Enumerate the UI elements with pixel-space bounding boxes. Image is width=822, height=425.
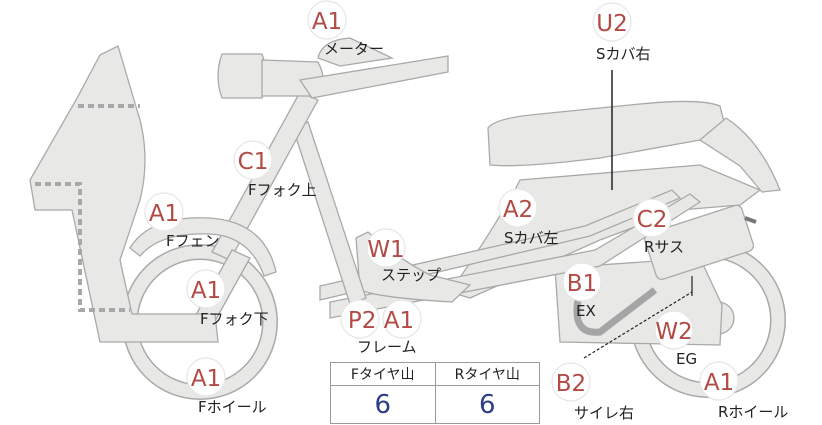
tire-tread-table: Fタイヤ山 Rタイヤ山 6 6	[330, 362, 540, 424]
badge-exhaust[interactable]: B1	[562, 262, 602, 302]
legshield-shape	[29, 45, 219, 343]
svg-text:A1: A1	[191, 278, 221, 304]
badge-frame[interactable]: P2 A1	[340, 299, 422, 339]
svg-text:B2: B2	[556, 371, 586, 397]
label-f-fender: Fフェン	[166, 232, 220, 250]
svg-text:A1: A1	[704, 370, 734, 396]
label-step: ステップ	[381, 266, 441, 284]
label-silencer-right: サイレ右	[574, 404, 634, 422]
label-f-fork-lower: Fフォク下	[200, 310, 269, 328]
badge-f-fork-lower[interactable]: A1	[186, 269, 226, 309]
rear-tire-value: 6	[434, 385, 540, 424]
badge-f-wheel[interactable]: A1	[186, 357, 226, 397]
handlebar-shape	[298, 55, 449, 99]
label-engine: EG	[676, 350, 697, 368]
front-tire-header: Fタイヤ山	[330, 362, 436, 386]
label-r-suspension: Rサス	[644, 238, 684, 256]
badge-s-cover-right[interactable]: U2	[592, 2, 632, 42]
badge-f-fender[interactable]: A1	[144, 192, 184, 232]
badge-step[interactable]: W1	[366, 228, 406, 268]
svg-text:A2: A2	[503, 197, 533, 223]
meter-shape	[317, 37, 395, 67]
exhaust-shape	[573, 287, 658, 336]
svg-text:C2: C2	[637, 207, 668, 233]
svg-text:W1: W1	[367, 237, 404, 263]
svg-text:A1: A1	[149, 201, 179, 227]
svg-text:P2 A1: P2 A1	[348, 308, 414, 334]
svg-text:A1: A1	[312, 9, 342, 35]
badge-engine[interactable]: W2	[654, 310, 694, 350]
label-s-cover-left: Sカバ左	[504, 229, 559, 247]
label-meter: メーター	[324, 40, 384, 58]
label-r-wheel: Rホイール	[718, 403, 788, 421]
front-tire-value: 6	[330, 385, 436, 424]
rear-tire-header: Rタイヤ山	[434, 362, 540, 386]
svg-text:C1: C1	[238, 149, 269, 175]
badge-silencer-right[interactable]: B2	[551, 362, 591, 402]
svg-text:A1: A1	[191, 366, 221, 392]
badge-s-cover-left[interactable]: A2	[498, 188, 538, 228]
down-tube-shape	[292, 121, 367, 305]
seat-shape	[487, 100, 727, 167]
svg-text:W2: W2	[655, 319, 692, 345]
silencer-leader	[583, 291, 693, 359]
label-f-wheel: Fホイール	[198, 398, 267, 416]
tail-shape	[698, 117, 781, 193]
label-exhaust: EX	[576, 302, 596, 320]
badge-r-suspension[interactable]: C2	[632, 198, 672, 238]
svg-text:U2: U2	[596, 11, 627, 37]
label-f-fork-upper: Fフォク上	[248, 181, 317, 199]
label-frame: フレーム	[357, 338, 417, 356]
rear-suspension-shape	[644, 204, 755, 280]
label-s-cover-right: Sカバ右	[596, 45, 651, 63]
badge-meter[interactable]: A1	[307, 0, 347, 40]
svg-text:B1: B1	[567, 271, 597, 297]
badge-f-fork-upper[interactable]: C1	[233, 140, 273, 180]
headlight-shape	[217, 53, 267, 99]
badge-r-wheel[interactable]: A1	[699, 361, 739, 401]
